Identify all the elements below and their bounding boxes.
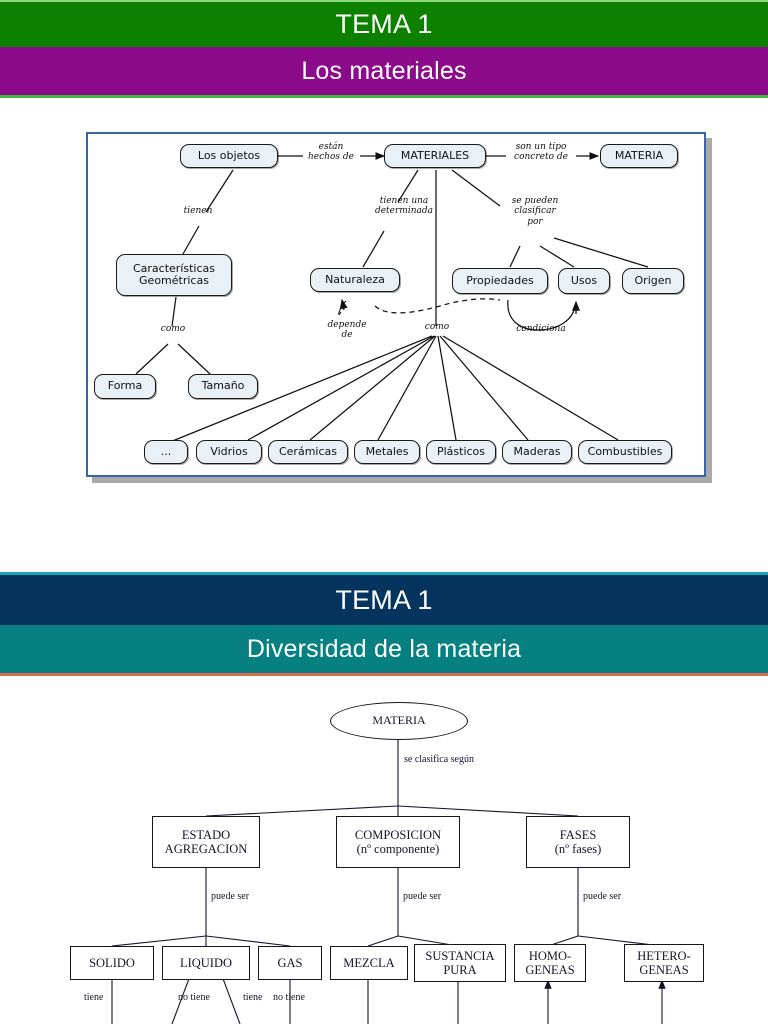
concept-map-edges xyxy=(135,151,649,443)
slide-2-banner: TEMA 1 Diversidad de la materia xyxy=(0,572,768,676)
tree-node-label: MATERIA xyxy=(372,713,426,728)
node-forma: Forma xyxy=(94,374,156,399)
tree-node-heterogeneas: HETERO- GENEAS xyxy=(624,944,704,982)
node-label: Propiedades xyxy=(466,273,534,287)
node-label: Combustibles xyxy=(587,444,663,458)
tree-node-label: SUSTANCIA PURA xyxy=(425,948,495,978)
slide-2-subtitle-band: Diversidad de la materia xyxy=(0,625,768,673)
node-label: Naturaleza xyxy=(325,272,385,286)
slide-2-subtitle: Diversidad de la materia xyxy=(246,634,522,663)
tree-node-label: HOMO- GENEAS xyxy=(525,948,575,978)
tree-diversidad-de-la-materia: MATERIA se clasifica según ESTADO AGREGA… xyxy=(0,688,768,1024)
tree-node-liquido: LIQUIDO xyxy=(162,946,250,980)
tree-link-se-clasifica-segun: se clasifica según xyxy=(404,754,474,765)
slide-1-bottom-rule xyxy=(0,95,768,98)
tree-node-mezcla: MEZCLA xyxy=(330,946,408,980)
node-caracteristicas-geometricas: Características Geométricas xyxy=(116,254,232,296)
node-propiedades: Propiedades xyxy=(452,268,548,294)
tree-node-materia: MATERIA xyxy=(330,702,468,740)
tree-link-no-tiene-liquido: no tiene xyxy=(178,992,210,1003)
node-vidrios: Vidrios xyxy=(196,440,262,464)
concept-map-materiales: Los objetos MATERIALES MATERIA Caracterí… xyxy=(86,132,712,483)
node-label: Características Geométricas xyxy=(132,261,215,287)
tree-node-gas: GAS xyxy=(258,946,322,980)
node-materiales: MATERIALES xyxy=(384,144,486,168)
node-label: Metales xyxy=(365,444,409,458)
slide-2-title: TEMA 1 xyxy=(335,584,433,615)
tree-node-label: LIQUIDO xyxy=(179,955,233,970)
node-maderas: Maderas xyxy=(502,440,572,464)
slide-1-title: TEMA 1 xyxy=(335,9,433,39)
tree-node-estado-agregacion: ESTADO AGREGACION xyxy=(152,816,260,868)
tree-node-fases: FASES (nº fases) xyxy=(526,816,630,868)
node-label: Los objetos xyxy=(197,148,261,162)
node-combustibles: Combustibles xyxy=(578,440,672,464)
tree-node-homogeneas: HOMO- GENEAS xyxy=(514,944,586,982)
node-label: Usos xyxy=(570,273,598,287)
node-label: Cerámicas xyxy=(278,444,337,458)
node-origen: Origen xyxy=(622,268,684,294)
node-label: Maderas xyxy=(513,444,561,458)
tree-node-label: COMPOSICION (nº componente) xyxy=(354,827,442,857)
node-label: Origen xyxy=(634,273,672,287)
tree-edges xyxy=(111,739,666,1024)
tree-node-composicion: COMPOSICION (nº componente) xyxy=(336,816,460,868)
slide-1-subtitle: Los materiales xyxy=(301,56,467,85)
node-plasticos: Plásticos xyxy=(426,440,496,464)
tree-link-puede-ser-composicion: puede ser xyxy=(403,891,442,902)
node-label: Forma xyxy=(107,379,143,393)
tree-node-label: ESTADO AGREGACION xyxy=(164,827,248,857)
node-puntos-suspensivos: ... xyxy=(144,440,188,464)
node-tamano: Tamaño xyxy=(188,374,258,399)
tree-node-label: MEZCLA xyxy=(343,955,395,970)
slide-2-title-band: TEMA 1 xyxy=(0,575,768,625)
slide-1-title-band: TEMA 1 xyxy=(0,0,768,47)
tree-node-label: GAS xyxy=(277,955,303,970)
slide-1-subtitle-band: Los materiales xyxy=(0,47,768,95)
node-usos: Usos xyxy=(558,268,610,294)
node-label: MATERIA xyxy=(614,148,664,162)
slide-2-top-rule xyxy=(0,572,768,575)
tree-node-sustancia-pura: SUSTANCIA PURA xyxy=(414,944,506,982)
node-metales: Metales xyxy=(354,440,420,464)
node-label: Vidrios xyxy=(210,444,248,458)
tree-link-no-tiene-gas: no tiene xyxy=(273,992,305,1003)
tree-link-tiene-liquido: tiene xyxy=(243,992,263,1003)
node-materia: MATERIA xyxy=(600,144,678,168)
node-label: Plásticos xyxy=(436,444,486,458)
slide-1-banner: TEMA 1 Los materiales xyxy=(0,0,768,98)
tree-link-puede-ser-estado: puede ser xyxy=(211,891,250,902)
tree-node-label: SOLIDO xyxy=(89,955,135,970)
tree-node-label: FASES (nº fases) xyxy=(554,827,602,857)
node-naturaleza: Naturaleza xyxy=(310,268,400,292)
tree-node-solido: SOLIDO xyxy=(70,946,154,980)
tree-link-puede-ser-fases: puede ser xyxy=(583,891,622,902)
node-label: MATERIALES xyxy=(400,148,470,162)
node-los-objetos: Los objetos xyxy=(180,144,278,168)
node-label: ... xyxy=(160,444,172,458)
slide-2-bottom-rule xyxy=(0,673,768,676)
tree-node-label: HETERO- GENEAS xyxy=(637,948,691,978)
node-label: Tamaño xyxy=(201,379,245,393)
node-ceramicas: Cerámicas xyxy=(268,440,348,464)
tree-link-tiene-solido: tiene xyxy=(84,992,104,1003)
